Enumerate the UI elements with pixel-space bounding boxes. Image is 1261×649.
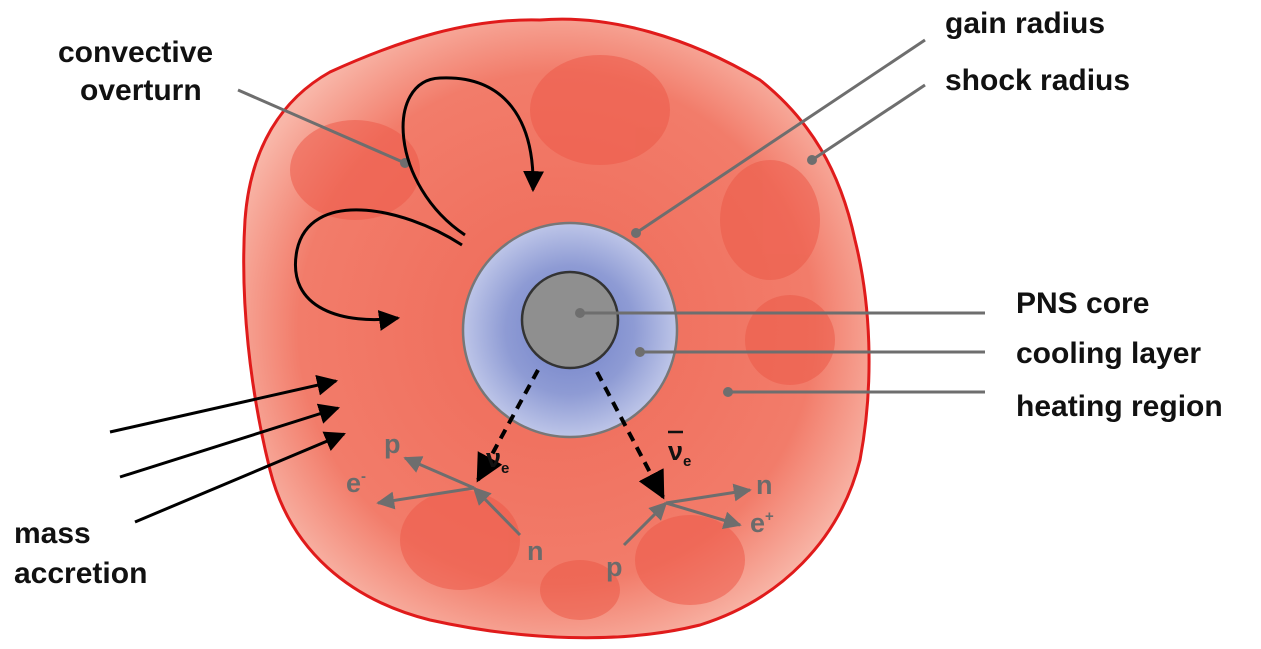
mass-accretion-label-line1: mass bbox=[14, 517, 91, 550]
left-neutron-label: n bbox=[527, 536, 544, 566]
left-electron-symbol: e bbox=[346, 468, 361, 498]
convective-overturn-label-line1: convective bbox=[58, 36, 213, 69]
neutrino-flavor: e bbox=[501, 460, 509, 477]
left-proton-label: p bbox=[384, 429, 401, 459]
convective-overturn-label-line2: overturn bbox=[80, 74, 202, 107]
antineutrino-flavor: e bbox=[683, 453, 691, 470]
cooling-layer-label: cooling layer bbox=[1016, 337, 1201, 370]
heating-region-label: heating region bbox=[1016, 390, 1223, 423]
shock-radius-label: shock radius bbox=[945, 64, 1130, 97]
gain-radius-label: gain radius bbox=[945, 7, 1105, 40]
right-proton-label: p bbox=[606, 552, 623, 582]
mass-accretion-label-line2: accretion bbox=[14, 557, 147, 590]
left-electron-charge: - bbox=[361, 468, 366, 485]
pns-core-label: PNS core bbox=[1016, 287, 1149, 320]
right-neutron-label: n bbox=[756, 470, 773, 500]
right-positron-symbol: e bbox=[750, 508, 765, 538]
right-positron-charge: + bbox=[765, 508, 774, 525]
pns-core bbox=[522, 272, 618, 368]
antineutrino-symbol: ν bbox=[668, 436, 683, 466]
neutrino-symbol: ν bbox=[486, 443, 501, 473]
